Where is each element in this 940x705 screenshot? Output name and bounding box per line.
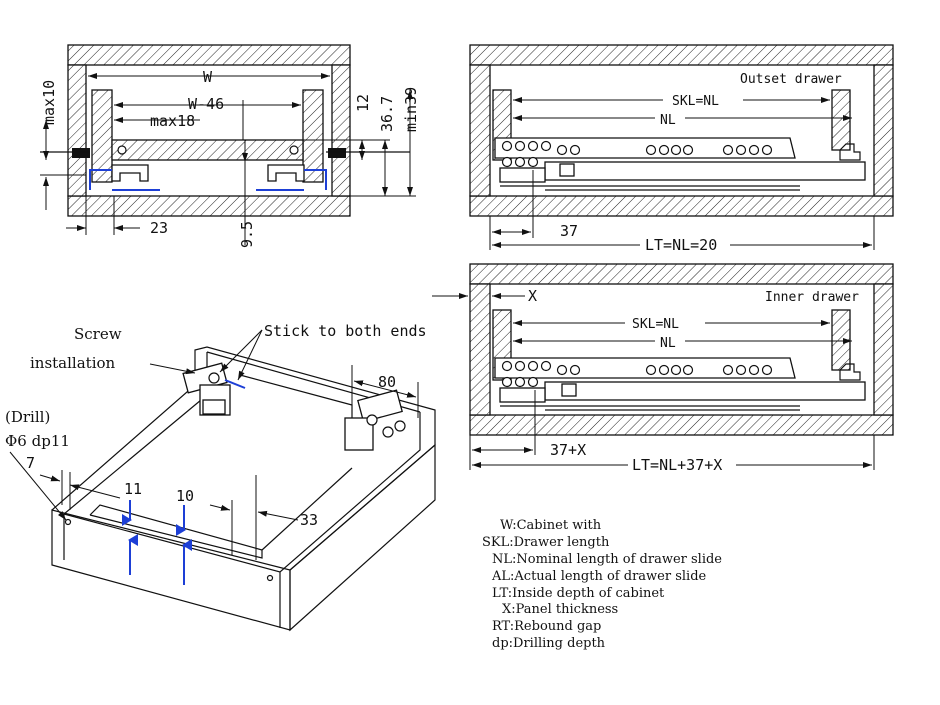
d23-label: 23 <box>150 219 168 237</box>
inner-cabinet-back <box>873 283 894 416</box>
isometric-drawer-view: Screw installation Stick to both ends 80… <box>5 322 436 632</box>
drill-leader <box>9 451 67 521</box>
legend-item-lt: LT:Inside depth of cabinet <box>492 586 665 601</box>
outset-cabinet-top <box>469 44 894 66</box>
outset-cabinet-back <box>873 64 894 197</box>
drawer-right-face <box>289 443 436 632</box>
outset-rear-clip <box>839 143 861 161</box>
max18-label: max18 <box>150 112 195 130</box>
inner-drawer-back-panel <box>831 309 851 371</box>
screw-leader <box>149 363 196 375</box>
inner-rear-clip <box>839 363 861 381</box>
outset-slide-lower <box>544 161 866 181</box>
outset-cabinet-front <box>469 64 491 197</box>
drawer-bottom-groove <box>89 504 263 559</box>
drill-spec-label: Φ6 dp11 <box>5 432 70 450</box>
right-slide-profile <box>267 164 305 182</box>
drawer-right-side <box>302 89 324 183</box>
drill-label: (Drill) <box>5 408 50 426</box>
inner-slide-holes <box>501 360 773 388</box>
drawer-front-face <box>51 509 291 631</box>
legend-item-dp: dp:Drilling depth <box>492 636 606 651</box>
d12-label: 12 <box>354 94 372 112</box>
stick-label: Stick to both ends <box>264 322 427 340</box>
slide-rail-outline <box>89 169 327 190</box>
left-bracket <box>72 148 90 158</box>
outset-slide-end <box>499 167 546 183</box>
legend-item-x: X:Panel thickness <box>502 602 618 617</box>
legend-item-skl: SKL:Drawer length <box>482 535 610 550</box>
drawer-bottom <box>111 139 304 161</box>
inner-slide-end <box>499 387 546 403</box>
legend-item-w: W:Cabinet with <box>500 518 602 533</box>
inner-cabinet-top <box>469 263 894 285</box>
inner-slide-lower <box>544 381 866 401</box>
max10-label: max10 <box>40 80 58 125</box>
inner-drawer-title: Inner drawer <box>765 290 859 305</box>
cabinet-left-wall <box>67 64 87 197</box>
outset-slide-holes <box>501 140 773 168</box>
outset-skl-label: SKL=NL <box>672 94 719 109</box>
legend: W:Cabinet with SKL:Drawer length NL:Nomi… <box>482 518 722 651</box>
inner-drawer-view: Inner drawer X SKL=NL NL <box>432 263 894 474</box>
legend-item-nl: NL:Nominal length of drawer slide <box>492 552 722 567</box>
d10-label: 10 <box>176 487 194 505</box>
d367-label: 36.7 <box>378 96 396 132</box>
outset-drawer-back-panel <box>831 89 851 151</box>
inner-d37x-label: 37+X <box>550 441 586 459</box>
outset-drawer-title: Outset drawer <box>740 72 842 87</box>
installation-label: installation <box>30 354 116 372</box>
stick-leader-2 <box>237 329 263 381</box>
cabinet-right-wall <box>331 64 351 197</box>
inner-skl-label: SKL=NL <box>632 317 679 332</box>
left-slide-profile <box>111 164 149 182</box>
outset-lt-label: LT=NL=20 <box>645 236 717 254</box>
right-locking-device <box>344 389 406 451</box>
stick-leader-1 <box>219 329 263 373</box>
w46-label: W-46 <box>188 95 224 113</box>
min39-label: min39 <box>402 87 420 132</box>
inner-nl-label: NL <box>660 336 676 351</box>
outset-slide-catch <box>559 163 575 177</box>
d95-label: 9.5 <box>238 221 256 248</box>
d33-label: 33 <box>300 511 318 529</box>
legend-item-al: AL:Actual length of drawer slide <box>491 569 707 584</box>
right-bracket <box>328 148 346 158</box>
cabinet-top-wall <box>67 44 351 66</box>
drawer-left-side <box>91 89 113 183</box>
outset-drawer-view: Outset drawer SKL=NL NL <box>469 44 894 254</box>
w-label: W <box>203 68 213 86</box>
left-clip-hole <box>117 145 127 155</box>
inner-slide-catch <box>561 383 577 397</box>
right-clip-hole <box>289 145 299 155</box>
cross-section-view: W W-46 max18 max10 12 36.7 min39 23 9.5 <box>40 44 420 248</box>
outset-cabinet-bottom <box>469 195 894 217</box>
outset-slide-upper <box>494 137 796 159</box>
d80-label: 80 <box>378 373 396 391</box>
cabinet-bottom-wall <box>67 195 351 217</box>
d80-line <box>353 380 417 398</box>
inner-x-label: X <box>528 287 537 305</box>
inner-slide-upper <box>494 357 796 379</box>
inner-cabinet-bottom <box>469 414 894 436</box>
d7-label: 7 <box>26 454 35 472</box>
outset-nl-label: NL <box>660 113 676 128</box>
screw-label: Screw <box>74 325 122 343</box>
outset-d37-label: 37 <box>560 222 578 240</box>
d11-label: 11 <box>124 480 142 498</box>
inner-lt-label: LT=NL+37+X <box>632 456 722 474</box>
inner-cabinet-front <box>469 283 491 416</box>
legend-item-rt: RT:Rebound gap <box>492 619 601 634</box>
